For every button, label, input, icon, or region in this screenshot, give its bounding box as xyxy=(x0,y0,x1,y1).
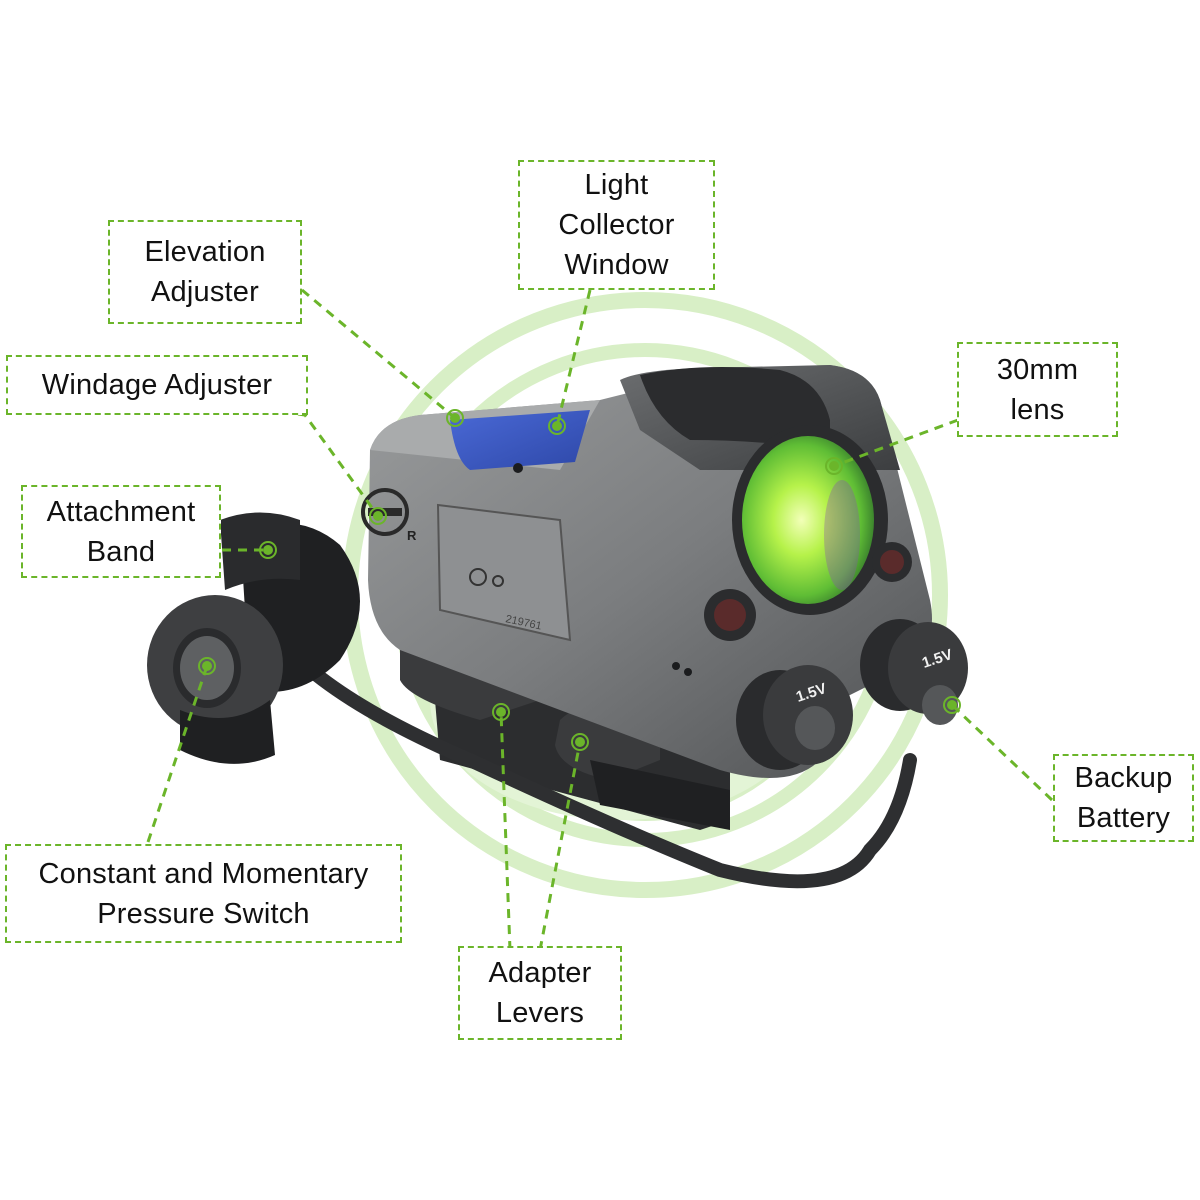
label-line: Windage Adjuster xyxy=(41,369,273,401)
anchor-pressure-switch xyxy=(198,657,216,675)
label-line: Light xyxy=(584,169,649,201)
anchor-points xyxy=(198,409,961,751)
anchor-attachment-band xyxy=(259,541,277,559)
label-line: Elevation xyxy=(144,236,266,268)
switch-cable xyxy=(273,633,917,889)
label-light-collector-window: Light Collector Window xyxy=(518,160,715,290)
windage-r-mark: R xyxy=(407,528,417,543)
label-line: Constant and Momentary xyxy=(38,857,369,890)
label-elevation-adjuster: Elevation Adjuster xyxy=(108,220,302,324)
label-line: lens xyxy=(1010,393,1065,426)
label-line: 30mm xyxy=(996,353,1079,386)
label-backup-battery: Backup Battery xyxy=(1053,754,1194,842)
anchor-windage-adjuster xyxy=(369,507,387,525)
anchor-adapter-lever-1 xyxy=(492,703,510,721)
label-adapter-levers: Adapter Levers xyxy=(458,946,622,1040)
label-line: Band xyxy=(86,535,156,568)
anchor-light-collector xyxy=(548,417,566,435)
label-line: Battery xyxy=(1076,802,1171,834)
label-30mm-lens: 30mm lens xyxy=(957,342,1118,437)
30mm-lens-optic xyxy=(704,425,912,641)
label-line: Attachment xyxy=(46,495,196,528)
anchor-adapter-lever-2 xyxy=(571,733,589,751)
label-line: Window xyxy=(564,249,669,281)
label-line: Adapter xyxy=(488,957,592,989)
label-line: Backup xyxy=(1074,762,1173,794)
label-line: Adjuster xyxy=(151,276,259,308)
label-windage-adjuster: Windage Adjuster xyxy=(6,355,308,415)
label-line: Collector xyxy=(558,209,675,241)
backup-battery-caps: 1.5V 1.5V xyxy=(736,619,968,770)
anchor-30mm-lens xyxy=(825,457,843,475)
anchor-elevation-adjuster xyxy=(446,409,464,427)
label-attachment-band: Attachment Band xyxy=(21,485,221,578)
label-line: Levers xyxy=(495,997,585,1029)
label-pressure-switch: Constant and Momentary Pressure Switch xyxy=(5,844,402,943)
anchor-backup-battery xyxy=(943,696,961,714)
label-line: Pressure Switch xyxy=(97,897,310,930)
